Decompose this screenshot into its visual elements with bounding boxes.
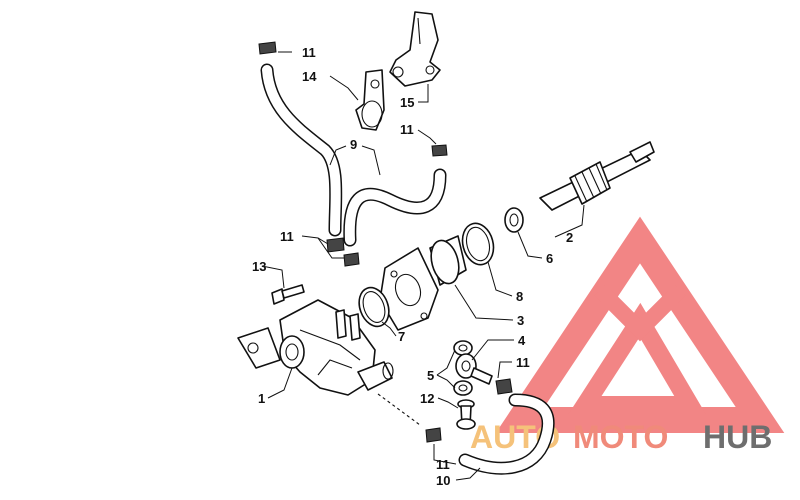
shaft-part-2 [539,141,655,211]
banjo-washers-part-5 [453,340,473,396]
callout-14: 14 [302,69,317,84]
o-ring-part-8 [461,222,495,266]
callout-5: 5 [427,368,434,383]
oil-pump-body-part-1 [237,299,394,396]
callout-11-bottom: 11 [436,457,450,472]
bracket-part-15 [389,11,441,87]
callout-4: 4 [518,333,526,348]
callout-10: 10 [436,473,450,488]
callout-12: 12 [420,391,434,406]
hose-clip-part-14 [355,69,385,131]
callout-7: 7 [398,329,405,344]
callout-11-top-right: 11 [400,122,414,137]
callout-8: 8 [516,289,523,304]
screw-part-12 [456,399,476,430]
hose-clamp-middle-a [326,237,345,253]
watermark-text: AUTO MOTO HUB [470,419,772,455]
o-ring-part-7 [358,286,390,328]
hose-clamp-top-left [258,41,277,55]
banjo-bolt-part-4 [455,353,493,385]
watermark-moto: MOTO [573,419,668,455]
callout-2: 2 [566,230,573,245]
watermark-hub: HUB [703,419,772,455]
bolt-part-13 [271,284,305,305]
callout-3: 3 [517,313,524,328]
callout-11-middle: 11 [280,229,294,244]
leader-lines [261,51,585,481]
washer-part-6 [504,207,524,233]
fuel-hose-part-9 [260,63,447,247]
callout-9: 9 [350,137,357,152]
fuel-hose-part-10 [377,378,555,475]
watermark-logo-icon [495,216,785,433]
callout-labels: 11 14 15 11 9 11 13 2 6 8 3 7 4 5 11 12 … [252,45,573,488]
callout-1: 1 [258,391,265,406]
callout-11-right: 11 [516,355,530,370]
hose-clamp-middle-b [343,252,360,267]
hose-clamp-top-right [431,144,448,157]
callout-13: 13 [252,259,266,274]
callout-15: 15 [400,95,414,110]
pump-housing-part-3 [379,235,467,331]
callout-11-top-left: 11 [302,45,316,60]
callout-6: 6 [546,251,553,266]
